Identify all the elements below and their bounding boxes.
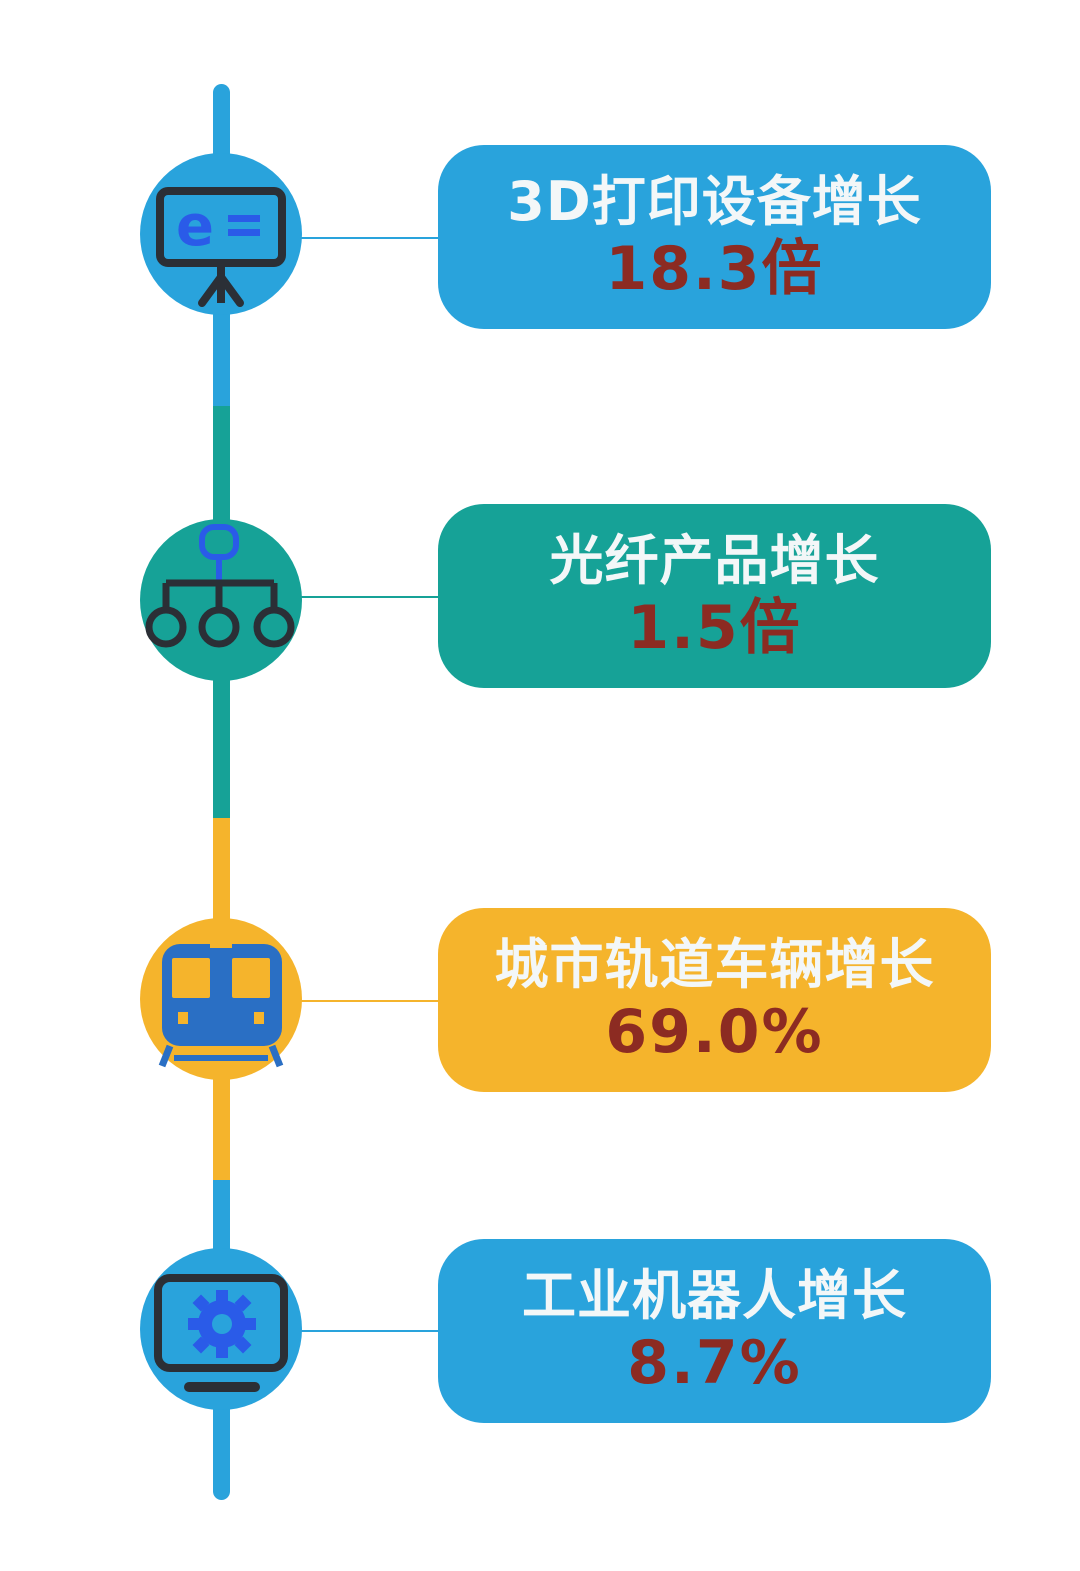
presentation-board-icon: e xyxy=(156,187,286,307)
svg-text:e: e xyxy=(176,194,214,259)
stat-card-fiber-optic: 光纤产品增长 1.5倍 xyxy=(438,504,991,688)
connector-line-4 xyxy=(300,1330,440,1332)
timeline-node-3 xyxy=(140,918,302,1080)
card-title: 3D打印设备增长 xyxy=(507,170,922,233)
stat-card-3d-printing: 3D打印设备增长 18.3倍 xyxy=(438,145,991,329)
connector-line-3 xyxy=(300,1000,440,1002)
card-title: 工业机器人增长 xyxy=(522,1264,907,1327)
card-value: 18.3倍 xyxy=(605,234,824,304)
stat-card-urban-rail: 城市轨道车辆增长 69.0% xyxy=(438,908,991,1092)
connector-line-1 xyxy=(300,237,440,239)
stat-card-industrial-robot: 工业机器人增长 8.7% xyxy=(438,1239,991,1423)
card-value: 69.0% xyxy=(605,997,824,1067)
card-value: 1.5倍 xyxy=(627,593,802,663)
monitor-gear-icon xyxy=(154,1274,288,1392)
timeline-node-2 xyxy=(140,519,302,681)
card-title: 光纤产品增长 xyxy=(549,529,880,592)
timeline-node-1: e xyxy=(140,153,302,315)
connector-line-2 xyxy=(300,596,440,598)
train-icon xyxy=(158,938,284,1068)
card-value: 8.7% xyxy=(627,1328,802,1398)
card-title: 城市轨道车辆增长 xyxy=(494,933,935,996)
network-hierarchy-icon xyxy=(145,524,295,648)
timeline-node-4 xyxy=(140,1248,302,1410)
